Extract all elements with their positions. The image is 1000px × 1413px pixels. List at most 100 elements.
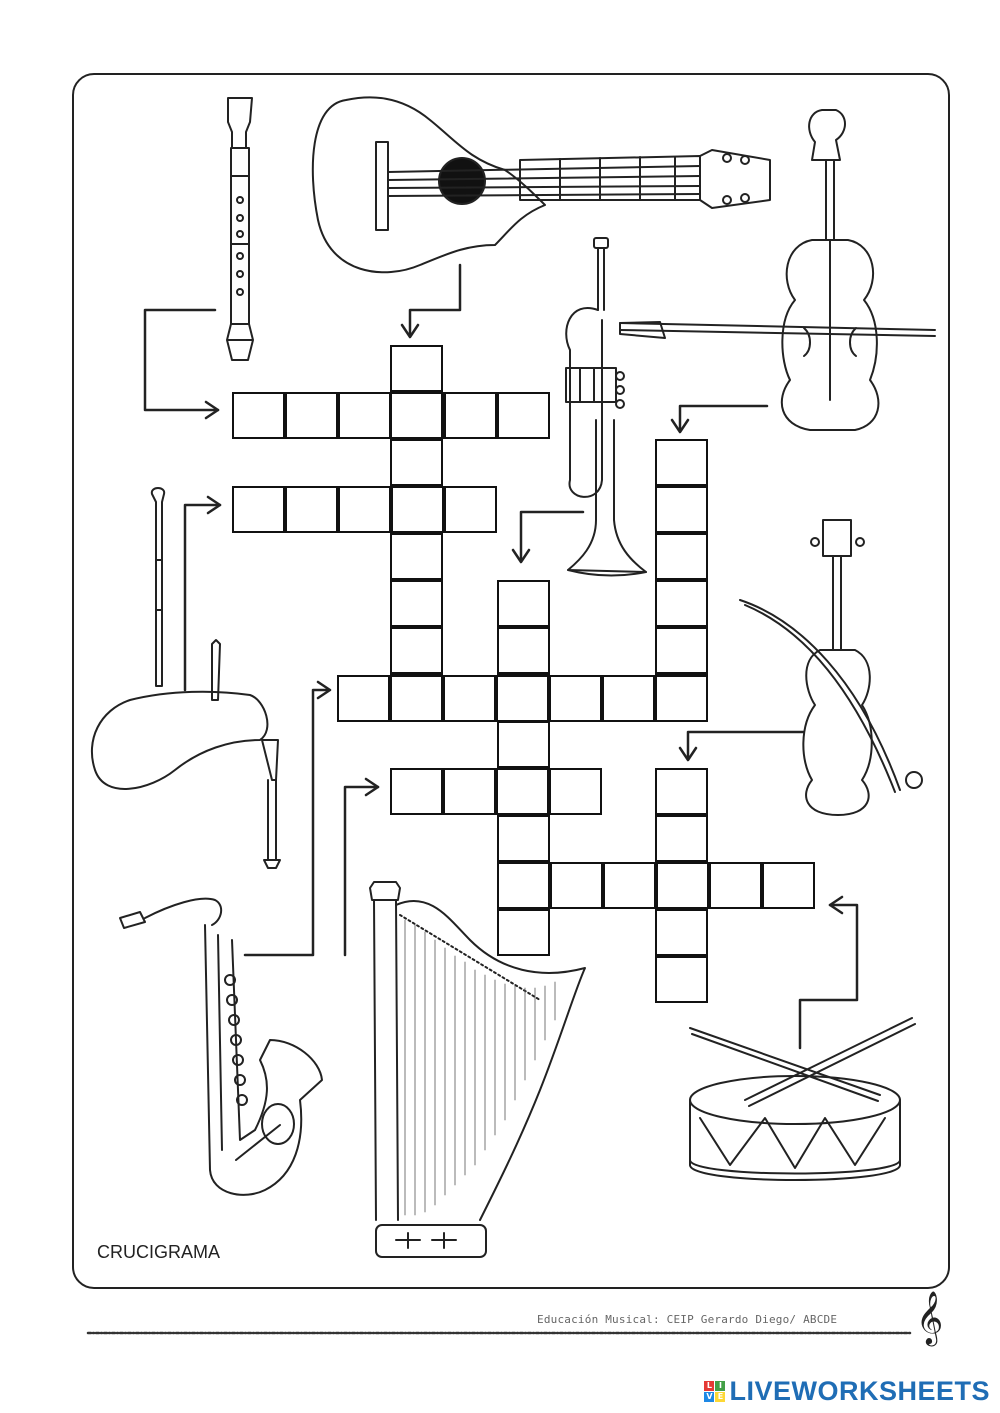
crossword-letter-input[interactable] — [657, 582, 706, 625]
crossword-cell[interactable] — [497, 862, 550, 909]
crossword-letter-input[interactable] — [657, 677, 706, 720]
worksheet-title: CRUCIGRAMA — [97, 1242, 221, 1262]
crossword-cell[interactable] — [655, 675, 708, 722]
crossword-cell[interactable] — [285, 392, 338, 439]
crossword-letter-input[interactable] — [498, 677, 547, 720]
crossword-cell[interactable] — [497, 392, 550, 439]
crossword-cell[interactable] — [655, 580, 708, 627]
crossword-letter-input[interactable] — [552, 864, 601, 907]
crossword-cell[interactable] — [709, 862, 762, 909]
crossword-letter-input[interactable] — [446, 394, 495, 437]
crossword-cell[interactable] — [232, 486, 285, 533]
crossword-letter-input[interactable] — [287, 488, 336, 531]
crossword-letter-input[interactable] — [657, 629, 706, 672]
crossword-letter-input[interactable] — [393, 488, 442, 531]
crossword-letter-input[interactable] — [551, 677, 600, 720]
crossword-cell[interactable] — [497, 627, 550, 674]
crossword-cell[interactable] — [391, 486, 444, 533]
crossword-cell[interactable] — [549, 768, 602, 815]
crossword-letter-input[interactable] — [392, 770, 441, 813]
crossword-cell[interactable] — [655, 533, 708, 580]
crossword-cell[interactable] — [603, 862, 656, 909]
crossword-letter-input[interactable] — [392, 582, 441, 625]
crossword-cell[interactable] — [602, 675, 655, 722]
crossword-cell[interactable] — [655, 768, 708, 815]
crossword-cell[interactable] — [390, 627, 443, 674]
crossword-cell[interactable] — [285, 486, 338, 533]
crossword-cell[interactable] — [550, 862, 603, 909]
crossword-letter-input[interactable] — [657, 911, 706, 954]
crossword-letter-input[interactable] — [499, 864, 548, 907]
crossword-cell[interactable] — [443, 768, 496, 815]
crossword-cell[interactable] — [497, 909, 550, 956]
saxophone-icon — [119, 897, 323, 1196]
crossword-letter-input[interactable] — [392, 677, 441, 720]
crossword-letter-input[interactable] — [499, 911, 548, 954]
crossword-cell[interactable] — [337, 675, 390, 722]
crossword-letter-input[interactable] — [711, 864, 760, 907]
crossword-letter-input[interactable] — [392, 629, 441, 672]
crossword-letter-input[interactable] — [499, 817, 548, 860]
crossword-cell[interactable] — [496, 768, 549, 815]
crossword-cell[interactable] — [655, 815, 708, 862]
crossword-letter-input[interactable] — [657, 817, 706, 860]
crossword-cell[interactable] — [390, 345, 443, 392]
crossword-letter-input[interactable] — [657, 441, 706, 484]
crossword-cell[interactable] — [232, 392, 285, 439]
crossword-letter-input[interactable] — [657, 770, 706, 813]
crossword-letter-input[interactable] — [499, 629, 548, 672]
crossword-cell[interactable] — [443, 675, 496, 722]
crossword-cell[interactable] — [655, 627, 708, 674]
crossword-cell[interactable] — [444, 392, 497, 439]
crossword-cell[interactable] — [390, 533, 443, 580]
crossword-letter-input[interactable] — [392, 394, 441, 437]
crossword-letter-input[interactable] — [499, 582, 548, 625]
crossword-letter-input[interactable] — [392, 441, 441, 484]
crossword-cell[interactable] — [497, 580, 550, 627]
crossword-letter-input[interactable] — [392, 347, 441, 390]
crossword-letter-input[interactable] — [446, 488, 495, 531]
crossword-cell[interactable] — [762, 862, 815, 909]
crossword-cell[interactable] — [549, 675, 602, 722]
crossword-letter-input[interactable] — [764, 864, 813, 907]
crossword-letter-input[interactable] — [657, 958, 706, 1001]
crossword-letter-input[interactable] — [340, 488, 389, 531]
crossword-cell[interactable] — [655, 956, 708, 1003]
crossword-letter-input[interactable] — [551, 770, 600, 813]
crossword-letter-input[interactable] — [604, 677, 653, 720]
crossword-letter-input[interactable] — [445, 677, 494, 720]
cello-icon — [739, 519, 923, 816]
crossword-letter-input[interactable] — [499, 723, 548, 766]
crossword-letter-input[interactable] — [445, 770, 494, 813]
crossword-letter-input[interactable] — [392, 535, 441, 578]
crossword-cell[interactable] — [390, 675, 443, 722]
crossword-cell[interactable] — [338, 486, 391, 533]
crossword-letter-input[interactable] — [234, 488, 283, 531]
crossword-cell[interactable] — [655, 909, 708, 956]
crossword-cell[interactable] — [496, 675, 549, 722]
crossword-letter-input[interactable] — [657, 488, 706, 531]
crossword-cell[interactable] — [390, 580, 443, 627]
crossword-cell[interactable] — [390, 768, 443, 815]
crossword-letter-input[interactable] — [605, 864, 654, 907]
crossword-letter-input[interactable] — [498, 770, 547, 813]
crossword-cell[interactable] — [497, 815, 550, 862]
crossword-letter-input[interactable] — [657, 535, 706, 578]
crossword-letter-input[interactable] — [339, 677, 388, 720]
logo-letter: L — [704, 1381, 715, 1391]
crossword-cell[interactable] — [655, 439, 708, 486]
crossword-cell[interactable] — [390, 439, 443, 486]
crossword-cell[interactable] — [656, 862, 709, 909]
crossword-cell[interactable] — [338, 392, 391, 439]
logo-letter: I — [715, 1381, 726, 1391]
crossword-cell[interactable] — [390, 392, 443, 439]
crossword-letter-input[interactable] — [499, 394, 548, 437]
crossword-letter-input[interactable] — [340, 394, 389, 437]
clue-arrows — [143, 263, 859, 1050]
crossword-cell[interactable] — [444, 486, 497, 533]
crossword-letter-input[interactable] — [658, 864, 707, 907]
crossword-letter-input[interactable] — [287, 394, 336, 437]
crossword-cell[interactable] — [655, 486, 708, 533]
crossword-letter-input[interactable] — [234, 394, 283, 437]
crossword-cell[interactable] — [497, 721, 550, 768]
